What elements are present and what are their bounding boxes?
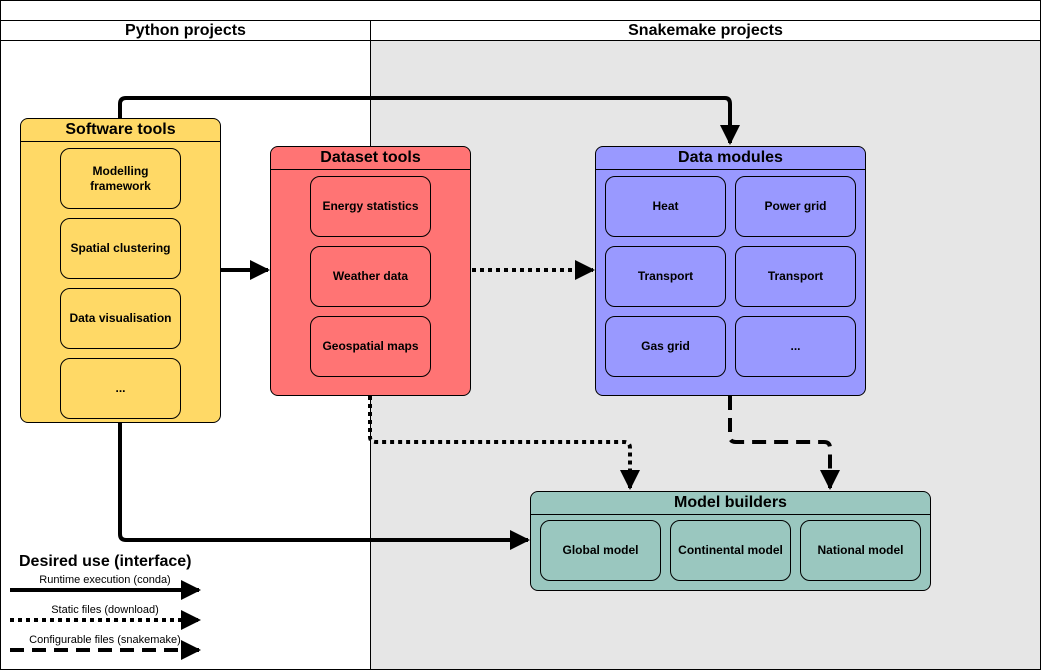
arrow-software-to-data-modules bbox=[118, 96, 740, 145]
model-builder-continental: Continental model bbox=[670, 520, 791, 581]
dataset-item-energy-statistics: Energy statistics bbox=[310, 176, 431, 237]
model-builder-national: National model bbox=[800, 520, 921, 581]
legend-label-static: Static files (download) bbox=[51, 604, 159, 616]
software-item-modelling-framework: Modelling framework bbox=[60, 148, 181, 209]
arrow-dataset-to-model-builders bbox=[368, 396, 640, 490]
data-module-transport-2: Transport bbox=[735, 246, 856, 307]
column-header-snakemake: Snakemake projects bbox=[370, 20, 1041, 41]
model-builder-global: Global model bbox=[540, 520, 661, 581]
dataset-item-geospatial-maps: Geospatial maps bbox=[310, 316, 431, 377]
legend-label-runtime: Runtime execution (conda) bbox=[39, 574, 171, 586]
data-module-transport-1: Transport bbox=[605, 246, 726, 307]
legend-label-configurable: Configurable files (snakemake) bbox=[29, 634, 181, 646]
software-item-spatial-clustering: Spatial clustering bbox=[60, 218, 181, 279]
data-modules-title: Data modules bbox=[596, 147, 865, 170]
dataset-tools-title: Dataset tools bbox=[271, 147, 470, 170]
data-module-power-grid: Power grid bbox=[735, 176, 856, 237]
data-module-heat: Heat bbox=[605, 176, 726, 237]
data-module-more: ... bbox=[735, 316, 856, 377]
software-item-data-visualisation: Data visualisation bbox=[60, 288, 181, 349]
dataset-item-weather-data: Weather data bbox=[310, 246, 431, 307]
software-item-more: ... bbox=[60, 358, 181, 419]
software-tools-title: Software tools bbox=[21, 119, 220, 142]
column-header-python: Python projects bbox=[0, 20, 371, 41]
data-module-gas-grid: Gas grid bbox=[605, 316, 726, 377]
model-builders-title: Model builders bbox=[531, 492, 930, 515]
arrow-data-modules-to-model-builders bbox=[728, 396, 840, 490]
arrow-software-to-model-builders bbox=[118, 423, 530, 550]
legend-title: Desired use (interface) bbox=[19, 553, 192, 570]
